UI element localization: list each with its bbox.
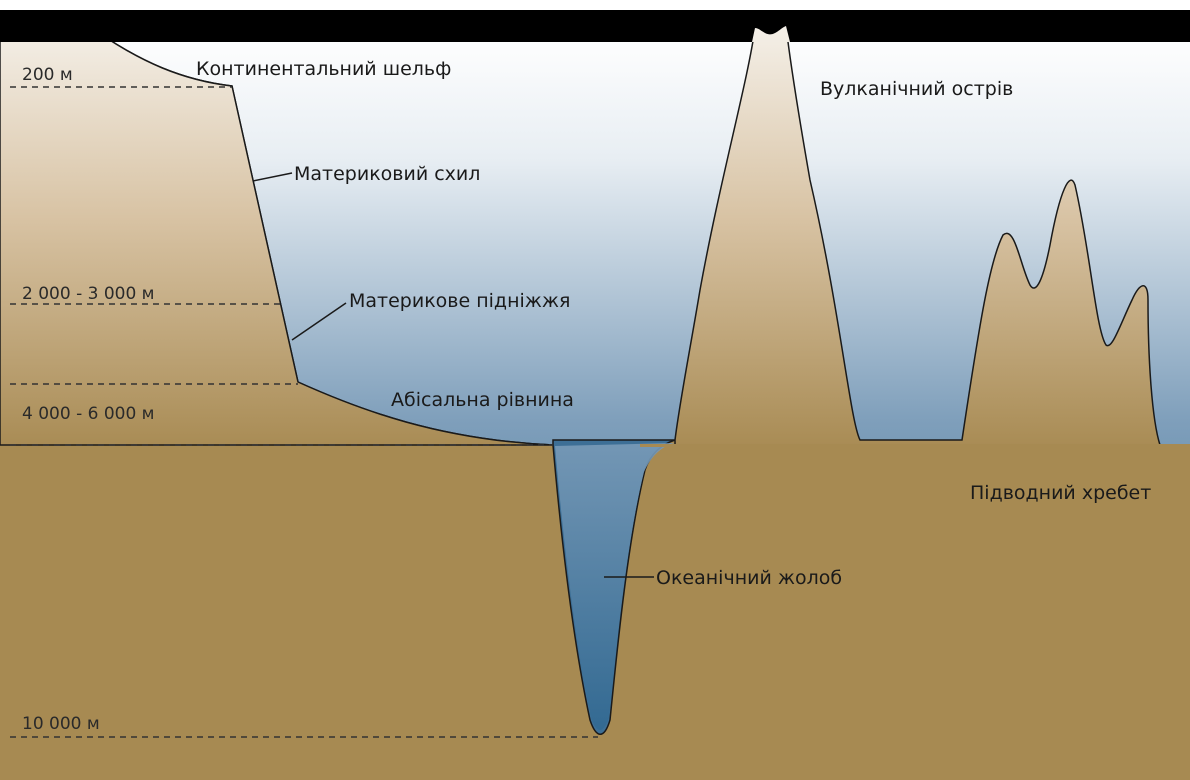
continental-slope-label: Материковий схил [294,163,480,185]
depth-label-2000: 2 000 - 3 000 м [22,284,155,304]
volcanic-island-label: Вулканічний острів [820,78,1013,100]
continental-rise-label: Материкове підніжжя [349,290,570,312]
abyssal-plain-label: Абісальна рівнина [391,389,574,411]
depth-label-10000: 10 000 м [22,714,100,734]
continental-shelf-label: Континентальний шельф [196,58,451,80]
surface-band-edge [0,10,120,42]
surface-band [0,10,1190,42]
oceanic-trench-label: Океанічний жолоб [656,567,842,589]
underwater-ridge-label: Підводний хребет [970,482,1151,504]
seam-cover [640,444,1190,447]
continental-upper [0,29,554,446]
depth-label-200: 200 м [22,65,73,85]
island-peak-notch [752,26,790,42]
slope-leader [252,172,293,182]
trench-shade [555,443,674,730]
rise-leader [291,302,347,341]
depth-label-4000: 4 000 - 6 000 м [22,404,155,424]
